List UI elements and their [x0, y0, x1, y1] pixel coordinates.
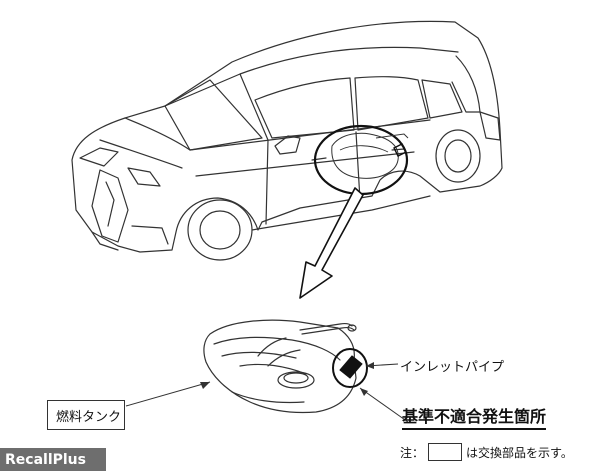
defect-location-label: 基準不適合発生箇所: [402, 403, 547, 430]
inlet-pipe-highlight: [332, 348, 368, 388]
inlet-pipe-label: インレットパイプ: [400, 360, 505, 375]
watermark-logo: RecallPlus: [0, 448, 106, 471]
fuel-tank-illustration: [203, 319, 357, 414]
fuel-tank-label-box: [47, 400, 125, 430]
note-prefix: 注：: [400, 445, 425, 460]
car-tank-highlight: [313, 124, 409, 196]
replacement-part-box: [428, 443, 463, 461]
note-suffix: は交換部品を示す。: [466, 445, 573, 460]
fuel-tank-leader: [125, 381, 211, 407]
inlet-pipe-part: [339, 355, 363, 379]
legend-note: 注： は交換部品を示す。: [400, 441, 573, 463]
car-illustration: [71, 20, 503, 261]
defect-leader: [359, 387, 409, 423]
pointer-arrow: [299, 187, 364, 299]
fuel-tank-label: 燃料タンク: [56, 410, 122, 425]
